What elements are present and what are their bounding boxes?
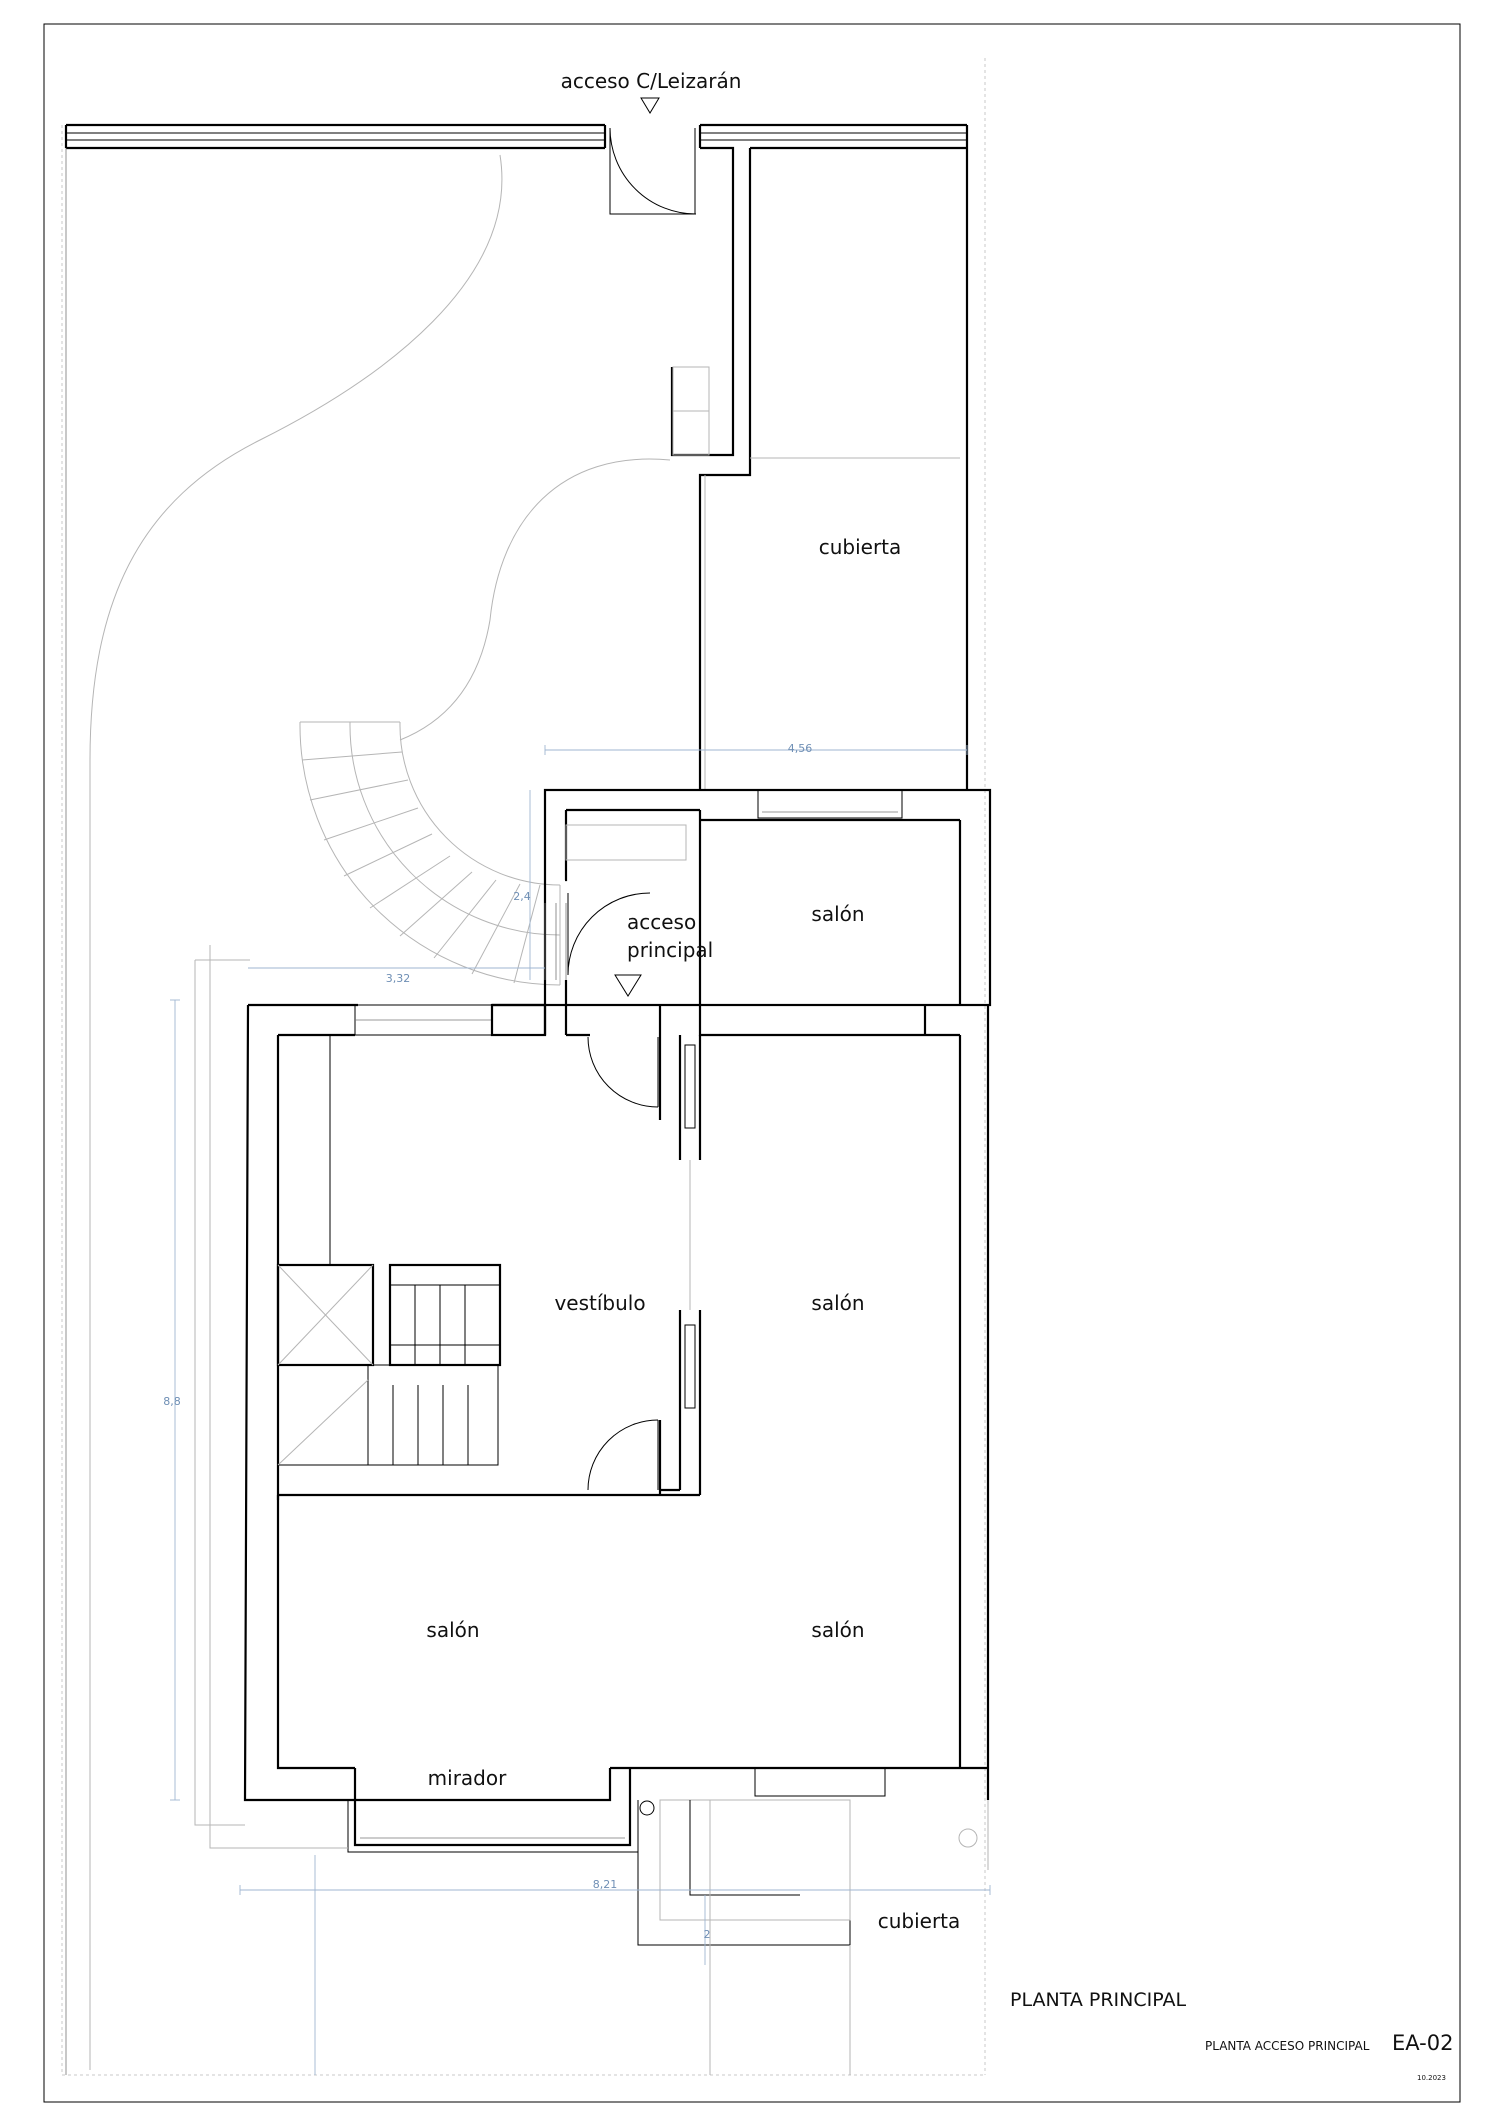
drawing-code: EA-02 xyxy=(1392,2031,1453,2055)
dimension-house-depth: 8,8 xyxy=(163,1395,181,1408)
drawing-subtitle: PLANTA ACCESO PRINCIPAL xyxy=(1205,2039,1370,2053)
interior-staircase xyxy=(276,1263,502,1466)
dimension-entrance-width: 3,32 xyxy=(386,972,411,985)
side-wall xyxy=(670,125,969,790)
room-label-roof-top: cubierta xyxy=(819,535,902,559)
room-label-roof-bottom: cubierta xyxy=(878,1909,961,1933)
room-label-living-top: salón xyxy=(811,902,864,926)
sheet-border xyxy=(43,23,1461,2103)
garden-path-edge-inner xyxy=(399,458,671,741)
title-block: PLANTA PRINCIPAL PLANTA ACCESO PRINCIPAL… xyxy=(1010,1989,1453,2082)
room-label-vestibule: vestíbulo xyxy=(554,1291,645,1315)
lower-roof xyxy=(637,1799,989,2075)
plot-boundary xyxy=(61,58,986,2076)
entrance-door xyxy=(567,892,651,976)
room-label-living-mid: salón xyxy=(811,1291,864,1315)
drawing-title: PLANTA PRINCIPAL xyxy=(1010,1989,1186,2011)
dimension-house-width: 8,21 xyxy=(593,1878,618,1891)
drawing-date: 10.2023 xyxy=(1417,2074,1446,2082)
north-block xyxy=(543,788,992,1007)
dimension-lines xyxy=(170,745,991,2075)
main-access-label-line2: principal xyxy=(627,938,713,962)
room-label-living-bottom-right: salón xyxy=(811,1618,864,1642)
street-access-marker xyxy=(640,97,660,114)
dimension-bottom: 2 xyxy=(704,1928,711,1941)
dimension-width-roof: 4,56 xyxy=(788,742,813,755)
dimension-entrance-height: 2,4 xyxy=(513,890,531,903)
street-wall xyxy=(64,123,967,2075)
room-label-bay-window: mirador xyxy=(428,1766,507,1790)
main-access-label-line1: acceso xyxy=(627,910,696,934)
house-walls xyxy=(243,1003,990,1802)
street-gate-door xyxy=(609,127,697,215)
curved-staircase xyxy=(299,721,561,986)
room-label-living-bottom-left: salón xyxy=(426,1618,479,1642)
street-access-label: acceso C/Leizarán xyxy=(561,69,742,93)
main-access-marker xyxy=(614,974,642,997)
garden-path-edge xyxy=(89,154,503,2070)
inner-doors xyxy=(587,1036,659,1491)
